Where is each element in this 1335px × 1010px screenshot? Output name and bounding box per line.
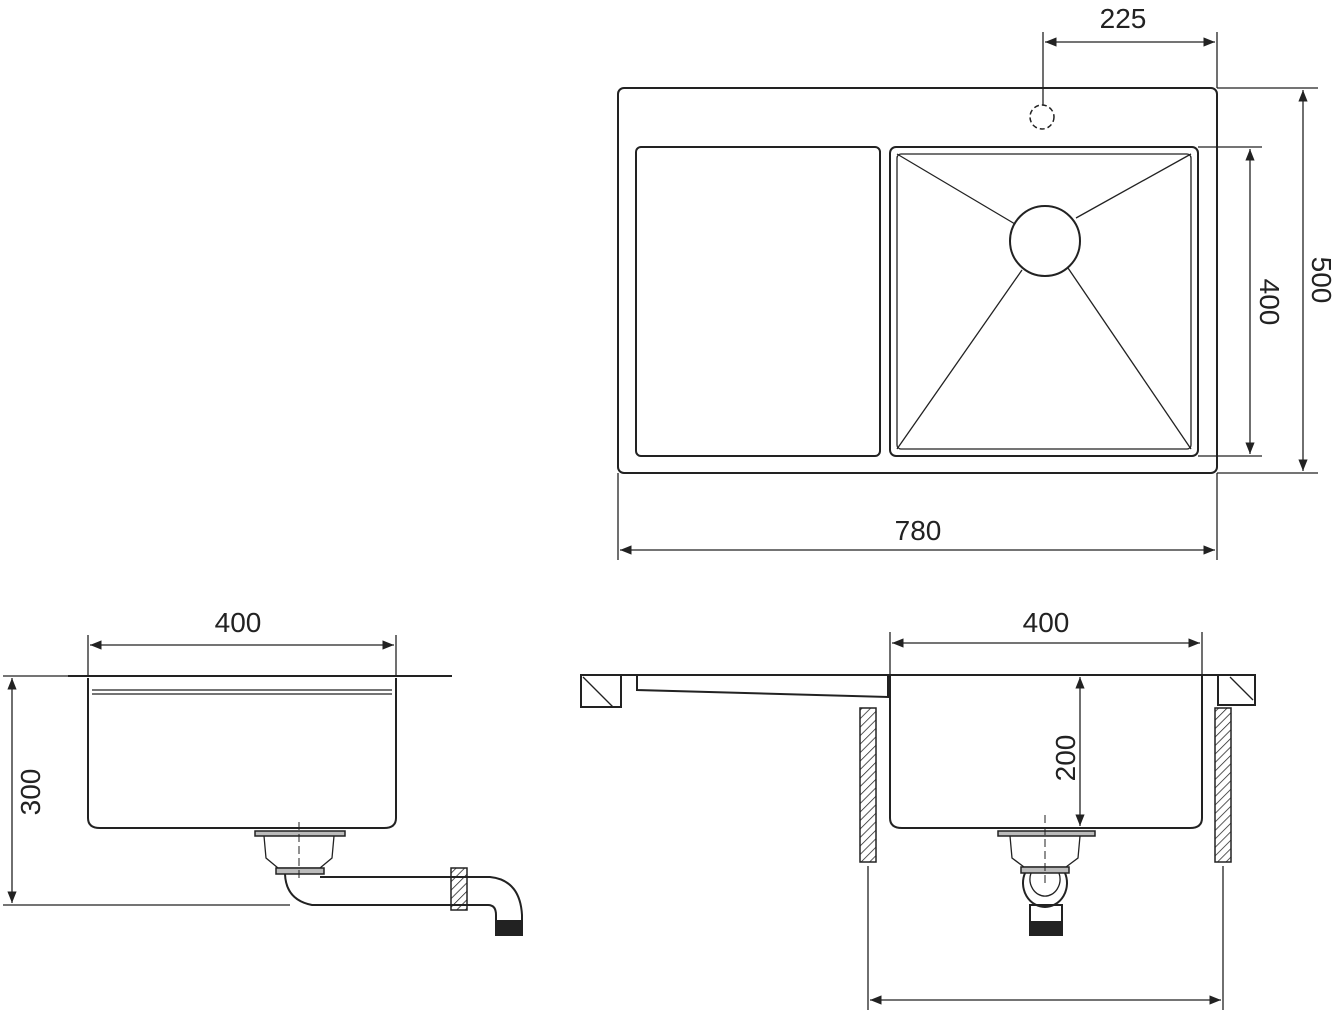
drain-trap-icon — [254, 822, 523, 936]
dim-400-side: 400 — [87, 607, 397, 676]
bowl-inner — [896, 153, 1192, 450]
dim-780: 780 — [617, 473, 1218, 560]
drainboard-profile — [636, 675, 889, 699]
front-view: 400 200 — [580, 607, 1256, 1010]
dim-label-overall-width: 780 — [895, 515, 942, 546]
drain-trap-front-icon — [997, 815, 1096, 936]
dim-label-bowl-height: 200 — [1050, 735, 1081, 782]
dim-cabinet-width — [867, 866, 1224, 1010]
bowl-slope-lines — [896, 153, 1192, 450]
dim-label-side-bowl-width: 400 — [215, 607, 262, 638]
dim-500: 500 — [1217, 87, 1335, 474]
dim-400-front: 400 — [889, 607, 1203, 675]
drainboard — [635, 146, 881, 457]
bowl-front — [889, 675, 1203, 829]
side-view: 400 300 — [3, 607, 523, 936]
drain-icon — [1009, 205, 1081, 277]
counter-end-right — [1217, 674, 1256, 706]
top-view: 225 500 400 780 — [617, 3, 1335, 560]
cabinet-wall-left — [859, 707, 877, 863]
dim-label-tap-offset: 225 — [1100, 3, 1147, 34]
dim-400-top: 400 — [1198, 146, 1285, 457]
dim-300: 300 — [3, 675, 290, 906]
dim-200: 200 — [1050, 677, 1085, 826]
tap-hole-icon — [1029, 104, 1055, 130]
dim-label-overall-height: 300 — [15, 769, 46, 816]
bowl — [889, 146, 1199, 457]
counter-end-left — [580, 674, 622, 708]
dim-label-front-bowl-width: 400 — [1023, 607, 1070, 638]
sink-outline — [617, 87, 1218, 474]
cabinet-wall-right — [1214, 707, 1232, 863]
dim-label-bowl-depth: 400 — [1254, 279, 1285, 326]
dim-label-overall-depth: 500 — [1306, 257, 1335, 304]
dim-225: 225 — [1042, 3, 1218, 105]
bowl-side — [87, 678, 397, 829]
